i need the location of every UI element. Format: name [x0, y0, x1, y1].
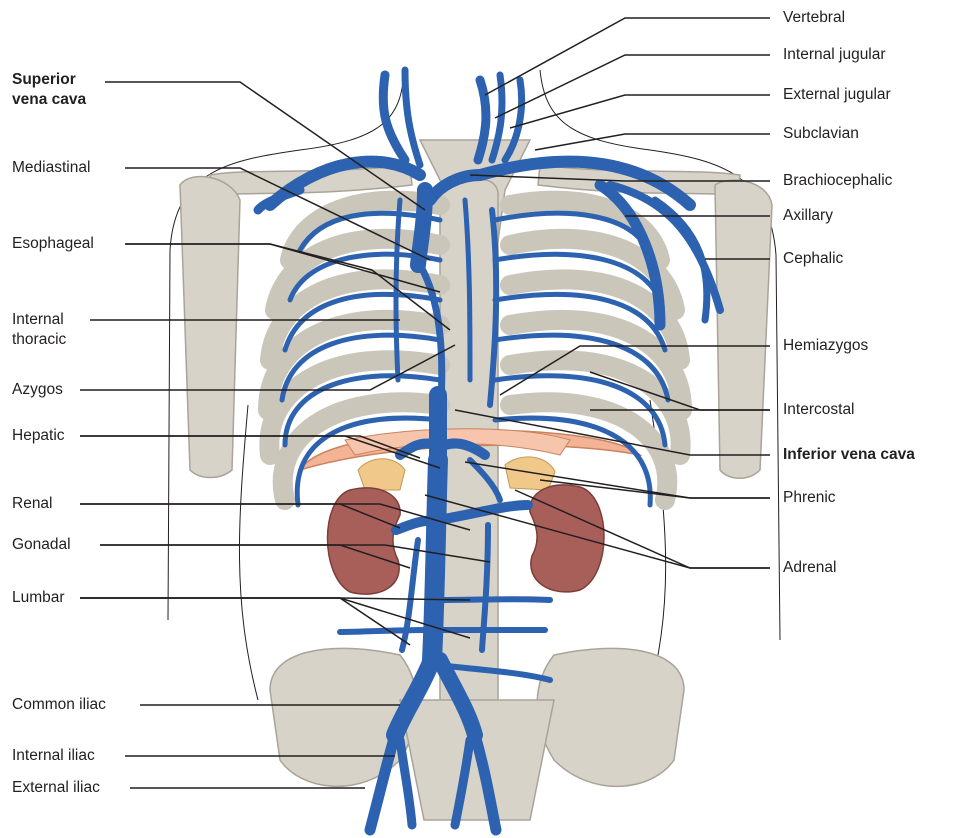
label-gonadal: Gonadal [12, 535, 71, 555]
label-subclavian: Subclavian [783, 124, 859, 144]
label-lumbar: Lumbar [12, 588, 65, 608]
label-internal-jugular: Internal jugular [783, 45, 886, 65]
label-superior-vena-cava-line2: vena cava [12, 90, 86, 110]
label-external-jugular: External jugular [783, 85, 891, 105]
label-esophageal: Esophageal [12, 234, 94, 254]
label-internal-thoracic-line1: Internal [12, 310, 66, 330]
label-cephalic: Cephalic [783, 249, 843, 269]
label-axillary: Axillary [783, 206, 833, 226]
right-adrenal-gland [505, 457, 555, 490]
label-mediastinal: Mediastinal [12, 158, 90, 178]
label-phrenic: Phrenic [783, 488, 836, 508]
label-internal-thoracic-line2: thoracic [12, 330, 66, 350]
label-hemiazygos: Hemiazygos [783, 336, 868, 356]
label-renal: Renal [12, 494, 53, 514]
label-superior-vena-cava: Superior vena cava [12, 70, 86, 110]
label-vertebral: Vertebral [783, 8, 845, 28]
label-internal-thoracic: Internal thoracic [12, 310, 66, 350]
label-azygos: Azygos [12, 380, 63, 400]
label-inferior-vena-cava: Inferior vena cava [783, 445, 915, 465]
label-superior-vena-cava-line1: Superior [12, 70, 86, 90]
left-adrenal-gland [358, 459, 405, 490]
label-intercostal: Intercostal [783, 400, 855, 420]
label-common-iliac: Common iliac [12, 695, 106, 715]
label-internal-iliac: Internal iliac [12, 746, 95, 766]
label-brachiocephalic: Brachiocephalic [783, 171, 892, 191]
label-external-iliac: External iliac [12, 778, 100, 798]
label-hepatic: Hepatic [12, 426, 65, 446]
label-adrenal: Adrenal [783, 558, 836, 578]
